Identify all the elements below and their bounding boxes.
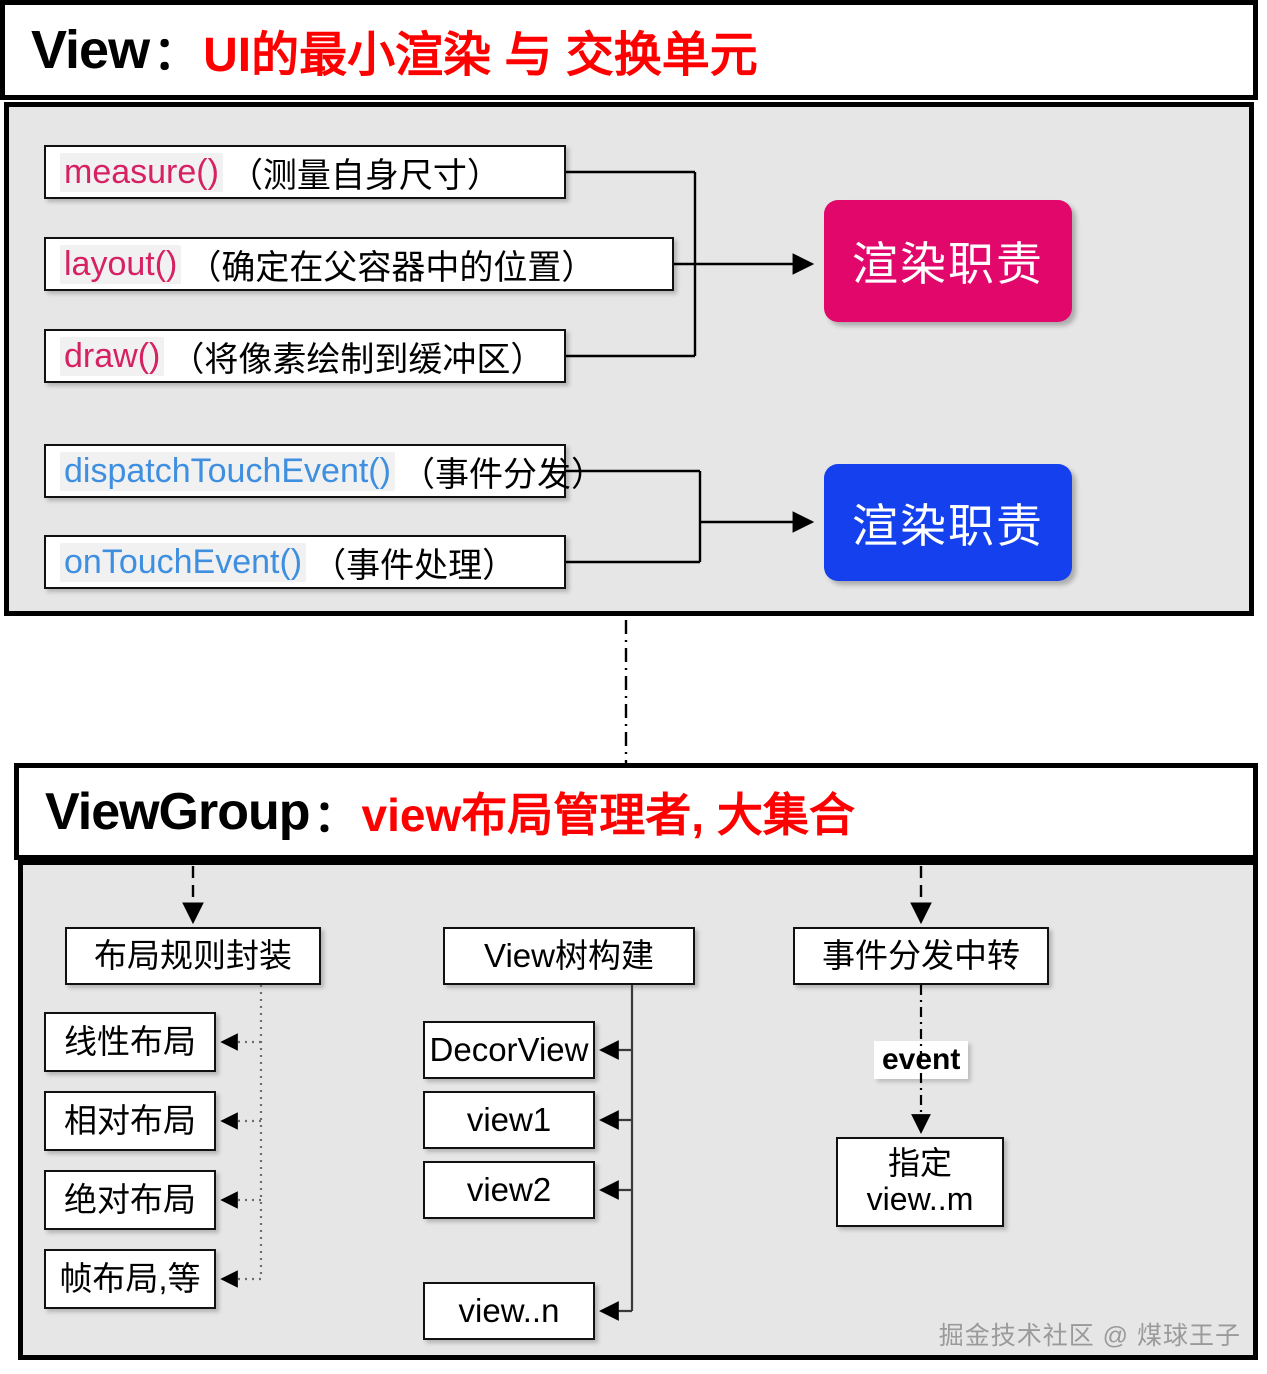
node-label: View树构建 (484, 936, 654, 974)
node-relative-layout[interactable]: 相对布局 (44, 1091, 216, 1151)
viewgroup-section-title: ViewGroup ： view布局管理者, 大集合 (14, 763, 1258, 860)
node-view-n[interactable]: view..n (423, 1282, 595, 1340)
render-responsibility-badge-label: 渲染职责 (852, 238, 1044, 290)
node-target-view-m[interactable]: 指定 view..m (836, 1137, 1004, 1227)
node-label: 帧布局,等 (59, 1259, 201, 1297)
node-linear-layout[interactable]: 线性布局 (44, 1012, 216, 1072)
viewgroup-title-accent: view布局管理者, 大集合 (361, 788, 855, 841)
node-decorview[interactable]: DecorView (423, 1021, 595, 1079)
node-label: 相对布局 (64, 1101, 196, 1139)
method-desc-on-touch-event: （事件处理） (312, 546, 517, 585)
watermark: 掘金技术社区 @ 煤球王子 (938, 1322, 1241, 1350)
node-label-line2: view..m (866, 1181, 974, 1217)
method-box-measure[interactable]: measure() （测量自身尺寸） (44, 145, 566, 199)
viewgroup-title-main: ViewGroup (45, 782, 311, 841)
node-label-line1: 指定 (887, 1145, 952, 1182)
view-title-main: View (31, 20, 150, 80)
view-title-accent: UI的最小渲染 与 交换单元 (203, 29, 758, 82)
node-label: 线性布局 (64, 1022, 196, 1060)
edge-label-event: event (874, 1041, 969, 1079)
method-desc-draw: （将像素绘制到缓冲区） (170, 340, 545, 379)
node-label: view1 (466, 1100, 552, 1138)
node-label: 绝对布局 (64, 1180, 196, 1218)
node-label: view..n (458, 1291, 560, 1329)
method-desc-layout: （确定在父容器中的位置） (187, 248, 596, 287)
node-label: DecorView (429, 1030, 589, 1068)
render-responsibility-badge[interactable]: 渲染职责 (824, 200, 1072, 322)
method-box-on-touch-event[interactable]: onTouchEvent() （事件处理） (44, 535, 566, 589)
method-name-layout: layout() (60, 244, 182, 284)
node-view2[interactable]: view2 (423, 1161, 595, 1219)
node-view1[interactable]: view1 (423, 1091, 595, 1149)
method-box-draw[interactable]: draw() （将像素绘制到缓冲区） (44, 329, 566, 383)
event-responsibility-badge[interactable]: 渲染职责 (824, 464, 1072, 581)
method-box-dispatch-touch-event[interactable]: dispatchTouchEvent() （事件分发） (44, 444, 605, 498)
node-label: 布局规则封装 (94, 936, 292, 974)
method-desc-dispatch-touch-event: （事件分发） (400, 455, 605, 494)
method-box-layout[interactable]: layout() （确定在父容器中的位置） (44, 237, 674, 291)
method-name-measure: measure() (60, 152, 223, 192)
edge-label-event-text: event (882, 1043, 961, 1076)
method-name-on-touch-event: onTouchEvent() (60, 542, 307, 582)
view-section-title: View ： UI的最小渲染 与 交换单元 (0, 0, 1258, 100)
node-label: view2 (466, 1170, 552, 1208)
method-desc-measure: （测量自身尺寸） (228, 156, 501, 195)
node-event-dispatch-relay[interactable]: 事件分发中转 (793, 927, 1049, 985)
method-name-draw: draw() (60, 336, 165, 376)
node-absolute-layout[interactable]: 绝对布局 (44, 1170, 216, 1230)
method-name-dispatch-touch-event: dispatchTouchEvent() (60, 451, 395, 491)
node-layout-rule-encapsulation[interactable]: 布局规则封装 (65, 927, 321, 985)
node-view-tree-construction[interactable]: View树构建 (443, 927, 695, 985)
node-frame-layout[interactable]: 帧布局,等 (44, 1249, 216, 1309)
event-responsibility-badge-label: 渲染职责 (852, 499, 1044, 552)
node-label: 事件分发中转 (822, 936, 1020, 974)
viewgroup-title-separator: ： (313, 791, 358, 841)
view-title-separator: ： (153, 27, 200, 79)
